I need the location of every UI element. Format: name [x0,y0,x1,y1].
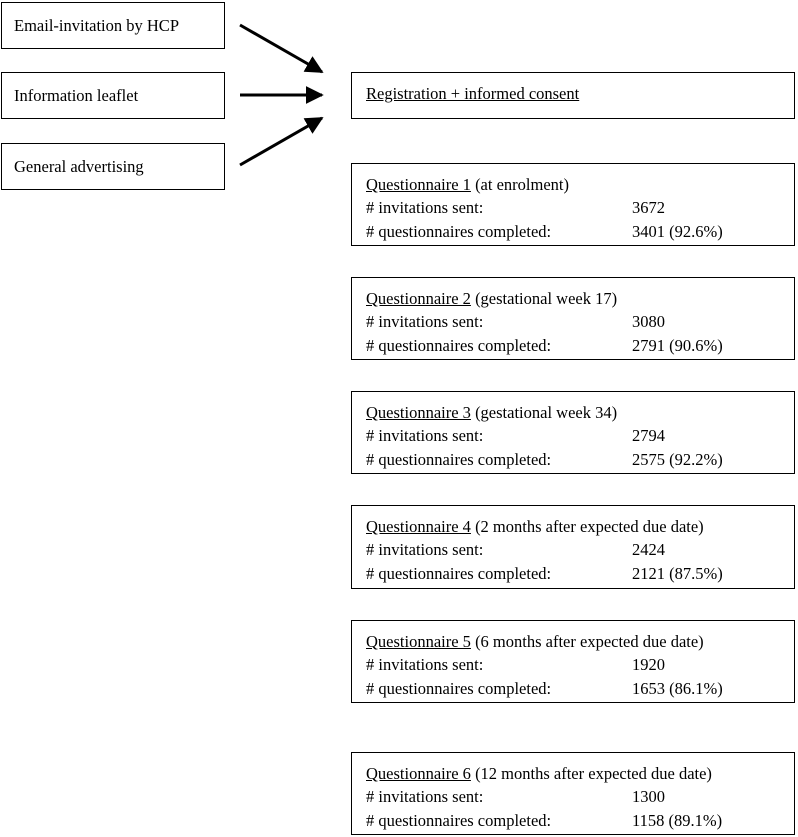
questionnaire-box-2: Questionnaire 2 (gestational week 17) # … [351,277,795,360]
metric-label-invitations: # invitations sent: [366,426,484,446]
questionnaire-name: Questionnaire 5 [366,632,471,651]
questionnaire-title: Questionnaire 2 (gestational week 17) [366,287,794,310]
metric-label-completed: # questionnaires completed: [366,221,552,241]
metric-value-invitations: 1300 [632,787,665,807]
registration-title: Registration + informed consent [366,82,794,105]
registration-title-text: Registration + informed consent [366,84,580,103]
questionnaire-title: Questionnaire 6 (12 months after expecte… [366,762,794,785]
metric-value-invitations: 2424 [632,540,665,560]
metric-row-invitations: # invitations sent: 1300 [366,785,794,808]
metric-value-completed: 2791 (90.6%) [632,335,723,355]
metric-row-invitations: # invitations sent: 2794 [366,424,794,447]
metric-row-invitations: # invitations sent: 3080 [366,310,794,333]
questionnaire-name: Questionnaire 4 [366,517,471,536]
arrow-email-to-registration [239,23,324,74]
metric-value-invitations: 3672 [632,198,665,218]
questionnaire-timing: (at enrolment) [470,175,569,194]
source-label: Email-invitation by HCP [14,15,179,35]
metric-label-completed: # questionnaires completed: [366,449,552,469]
metric-row-completed: # questionnaires completed: 2791 (90.6%) [366,334,794,357]
metric-row-completed: # questionnaires completed: 3401 (92.6%) [366,220,794,243]
questionnaire-name: Questionnaire 2 [366,289,471,308]
metric-label-invitations: # invitations sent: [366,198,484,218]
metric-value-invitations: 3080 [632,312,665,332]
source-box-general-advertising: General advertising [1,143,225,190]
questionnaire-box-4: Questionnaire 4 (2 months after expected… [351,505,795,589]
metric-row-completed: # questionnaires completed: 1653 (86.1%) [366,677,794,700]
registration-box: Registration + informed consent [351,72,795,119]
metric-row-invitations: # invitations sent: 1920 [366,653,794,676]
arrow-advertising-to-registration [239,116,324,167]
metric-value-completed: 1653 (86.1%) [632,678,723,698]
metric-row-completed: # questionnaires completed: 2575 (92.2%) [366,448,794,471]
source-box-information-leaflet: Information leaflet [1,72,225,119]
questionnaire-name: Questionnaire 3 [366,403,471,422]
metric-value-invitations: 1920 [632,655,665,675]
metric-label-completed: # questionnaires completed: [366,810,552,830]
metric-value-completed: 3401 (92.6%) [632,221,723,241]
metric-label-completed: # questionnaires completed: [366,563,552,583]
metric-label-invitations: # invitations sent: [366,540,484,560]
metric-row-completed: # questionnaires completed: 1158 (89.1%) [366,809,794,832]
questionnaire-box-5: Questionnaire 5 (6 months after expected… [351,620,795,703]
questionnaire-timing: (gestational week 34) [470,403,618,422]
metric-value-invitations: 2794 [632,426,665,446]
questionnaire-title: Questionnaire 4 (2 months after expected… [366,515,794,538]
metric-label-invitations: # invitations sent: [366,787,484,807]
questionnaire-timing: (gestational week 17) [470,289,618,308]
questionnaire-title: Questionnaire 3 (gestational week 34) [366,401,794,424]
metric-value-completed: 2121 (87.5%) [632,563,723,583]
metric-value-completed: 1158 (89.1%) [632,810,723,830]
metric-row-completed: # questionnaires completed: 2121 (87.5%) [366,562,794,585]
questionnaire-box-3: Questionnaire 3 (gestational week 34) # … [351,391,795,474]
questionnaire-title: Questionnaire 1 (at enrolment) [366,173,794,196]
metric-value-completed: 2575 (92.2%) [632,449,723,469]
source-box-email-invitation: Email-invitation by HCP [1,2,225,49]
metric-row-invitations: # invitations sent: 3672 [366,196,794,219]
questionnaire-box-1: Questionnaire 1 (at enrolment) # invitat… [351,163,795,246]
metric-label-invitations: # invitations sent: [366,655,484,675]
metric-label-completed: # questionnaires completed: [366,678,552,698]
questionnaire-timing: (2 months after expected due date) [470,517,704,536]
questionnaire-name: Questionnaire 6 [366,764,471,783]
source-label: Information leaflet [14,85,139,105]
metric-label-invitations: # invitations sent: [366,312,484,332]
metric-label-completed: # questionnaires completed: [366,335,552,355]
questionnaire-timing: (6 months after expected due date) [470,632,704,651]
questionnaire-box-6: Questionnaire 6 (12 months after expecte… [351,752,795,835]
metric-row-invitations: # invitations sent: 2424 [366,538,794,561]
questionnaire-timing: (12 months after expected due date) [470,764,712,783]
questionnaire-title: Questionnaire 5 (6 months after expected… [366,630,794,653]
source-label: General advertising [14,156,144,176]
questionnaire-name: Questionnaire 1 [366,175,471,194]
